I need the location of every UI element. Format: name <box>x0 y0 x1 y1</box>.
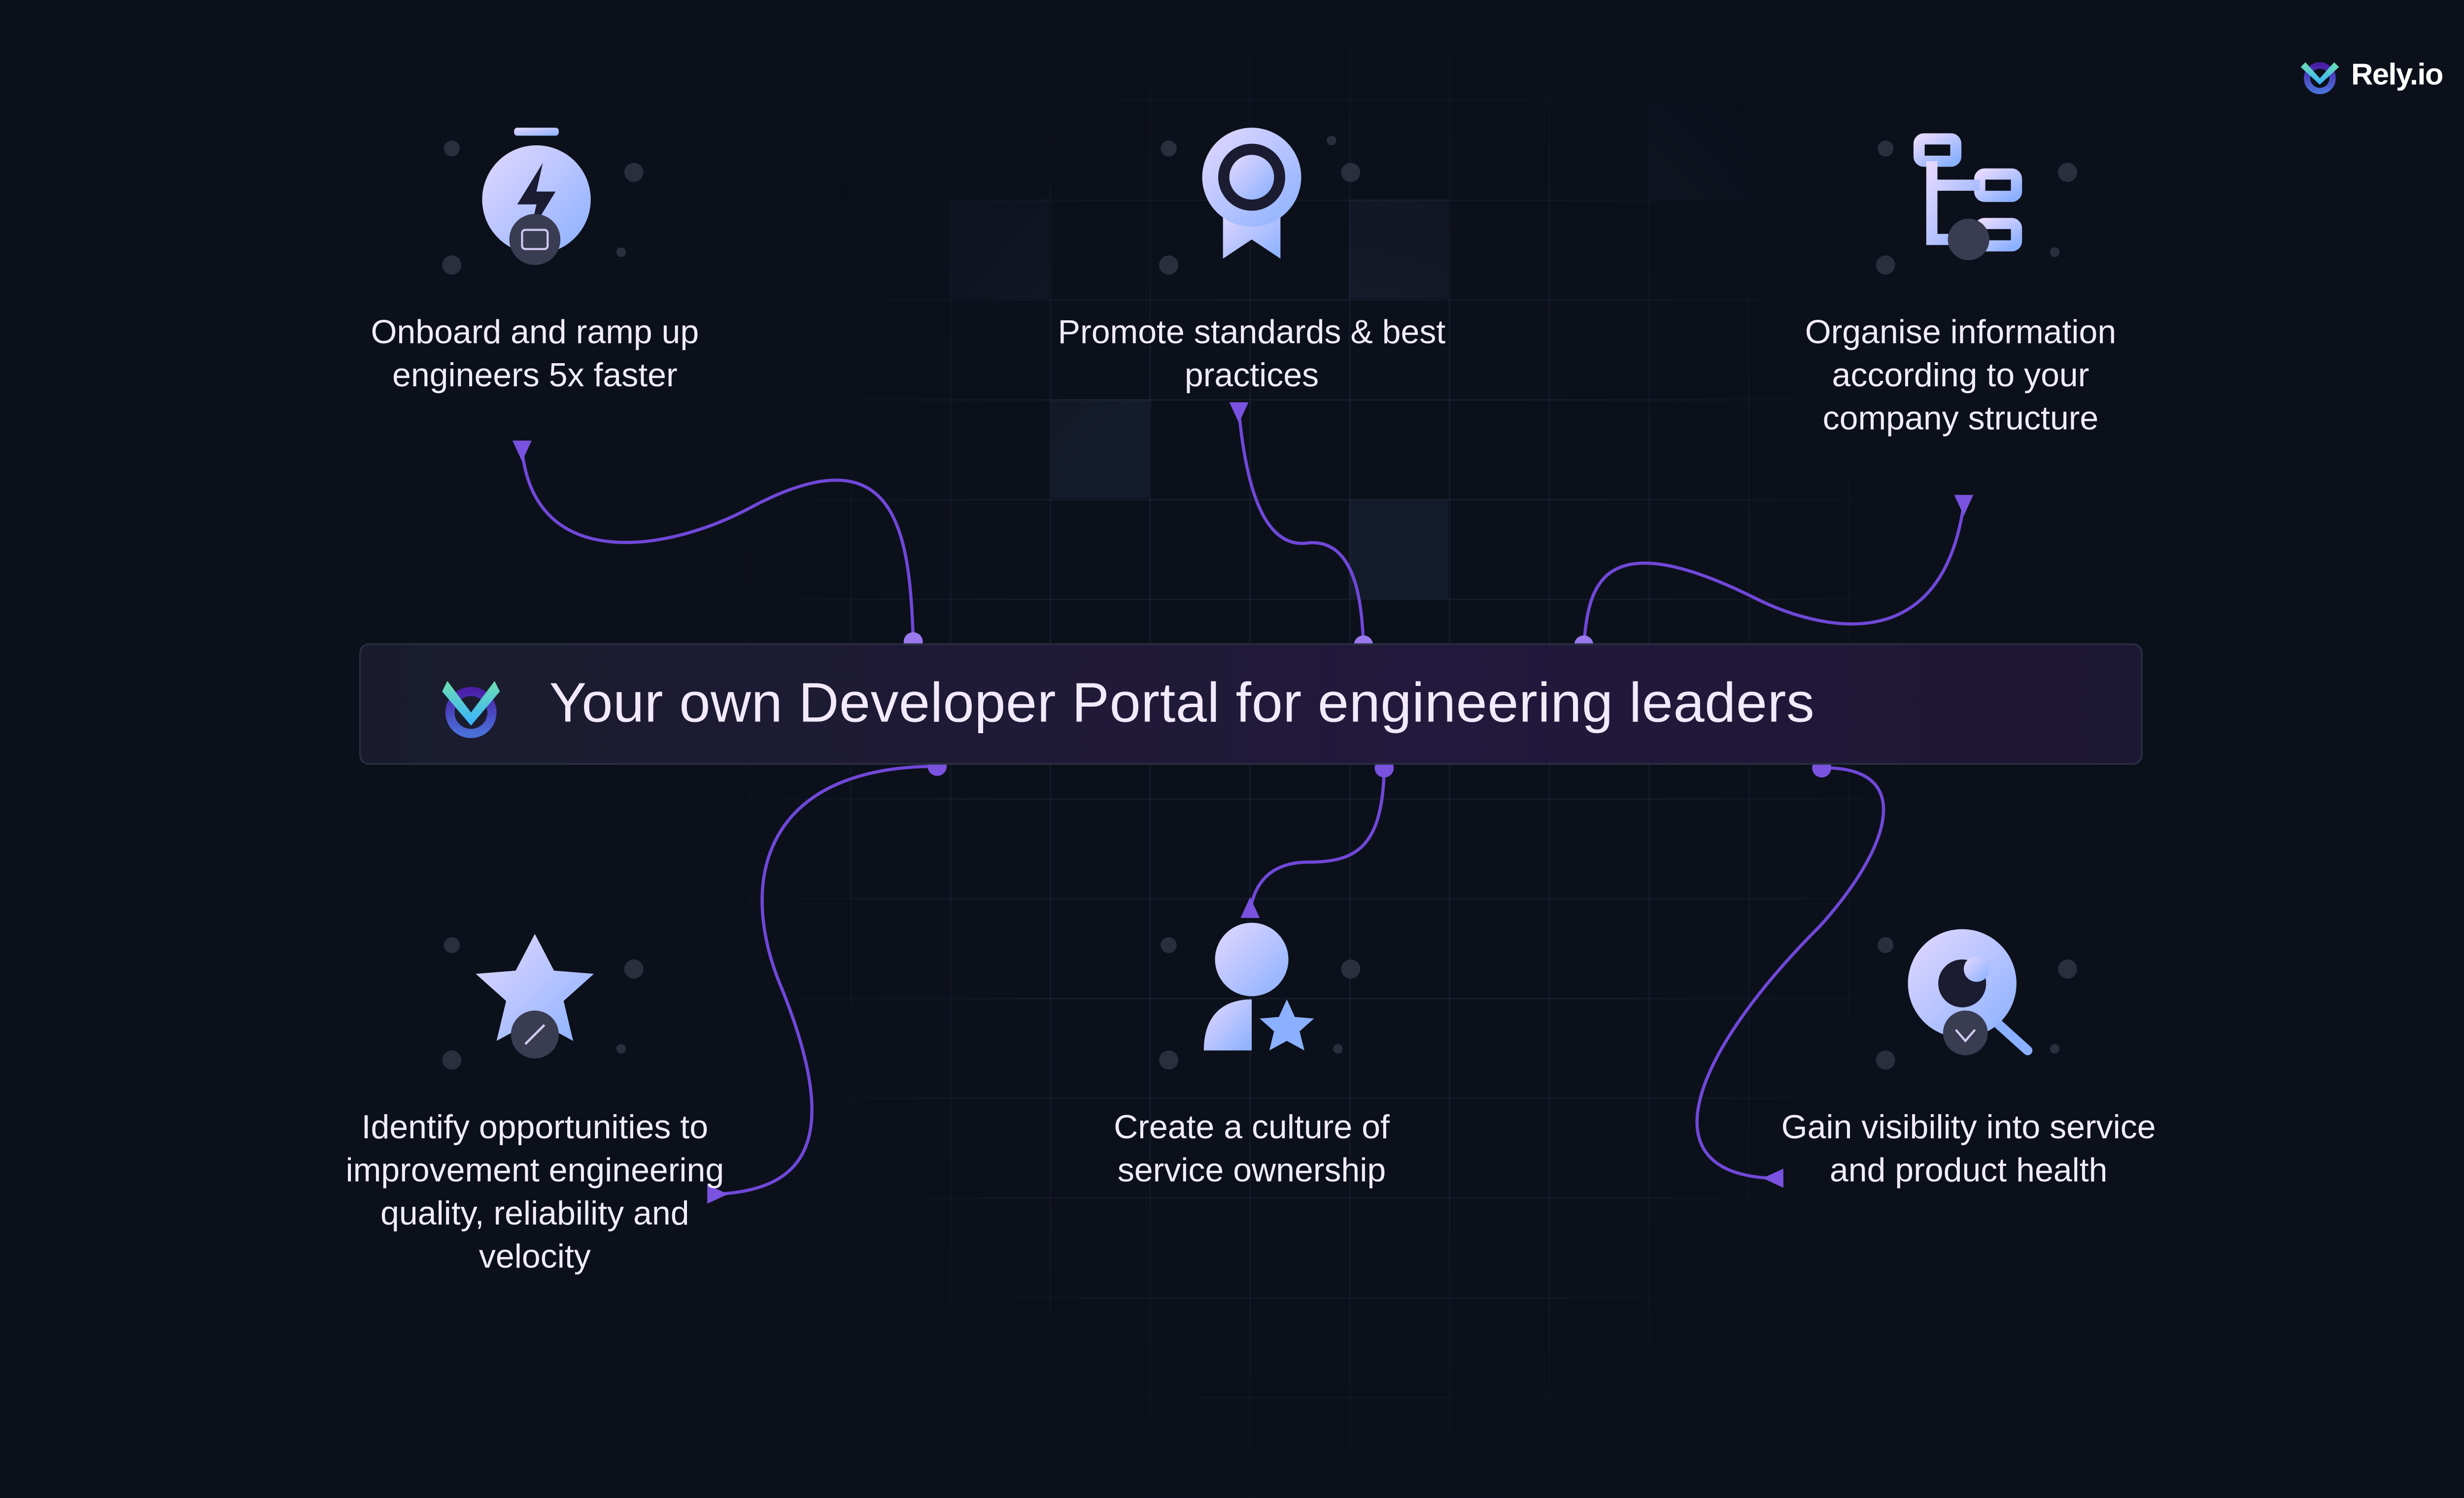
title-banner: Your own Developer Portal for engineerin… <box>359 643 2143 765</box>
connector-organise <box>1582 504 1966 646</box>
award-ribbon-icon <box>1202 128 1301 259</box>
banner-title: Your own Developer Portal for engineerin… <box>549 672 1815 735</box>
arrow-head <box>707 1184 728 1204</box>
feature-culture: Create a culture of service ownership <box>1114 1109 1390 1190</box>
feature-health: Gain visibility into service and product… <box>1781 1109 2156 1190</box>
connector-culture <box>1248 768 1386 911</box>
arrow-head <box>1762 1168 1783 1188</box>
brand-logo[interactable]: Rely.io <box>2297 58 2444 96</box>
connector-health <box>1695 766 1885 1180</box>
rely-logo-icon <box>2300 62 2339 95</box>
magnifier-health-icon <box>1908 929 2033 1055</box>
arrow-head <box>1240 897 1260 918</box>
person-star-icon <box>1203 922 1314 1051</box>
rely-logo-icon <box>442 681 500 738</box>
feature-organise: Organise information according to your c… <box>1805 314 2117 438</box>
connector-identify <box>718 764 937 1196</box>
arrow-head <box>1954 495 1974 516</box>
org-structure-icon <box>1913 133 2022 261</box>
connector-onboard <box>520 450 915 642</box>
star-rocket-icon <box>476 934 594 1058</box>
arrow-head <box>1229 402 1249 423</box>
stopwatch-lightning-icon <box>482 128 591 265</box>
feature-identify: Identify opportunities to improvement en… <box>345 1109 724 1276</box>
feature-standards: Promote standards & best practices <box>1058 314 1446 395</box>
arrow-head <box>512 441 532 462</box>
feature-onboard: Onboard and ramp up engineers 5x faster <box>371 314 699 395</box>
connector-standards <box>1237 411 1366 646</box>
brand-name: Rely.io <box>2351 59 2444 93</box>
